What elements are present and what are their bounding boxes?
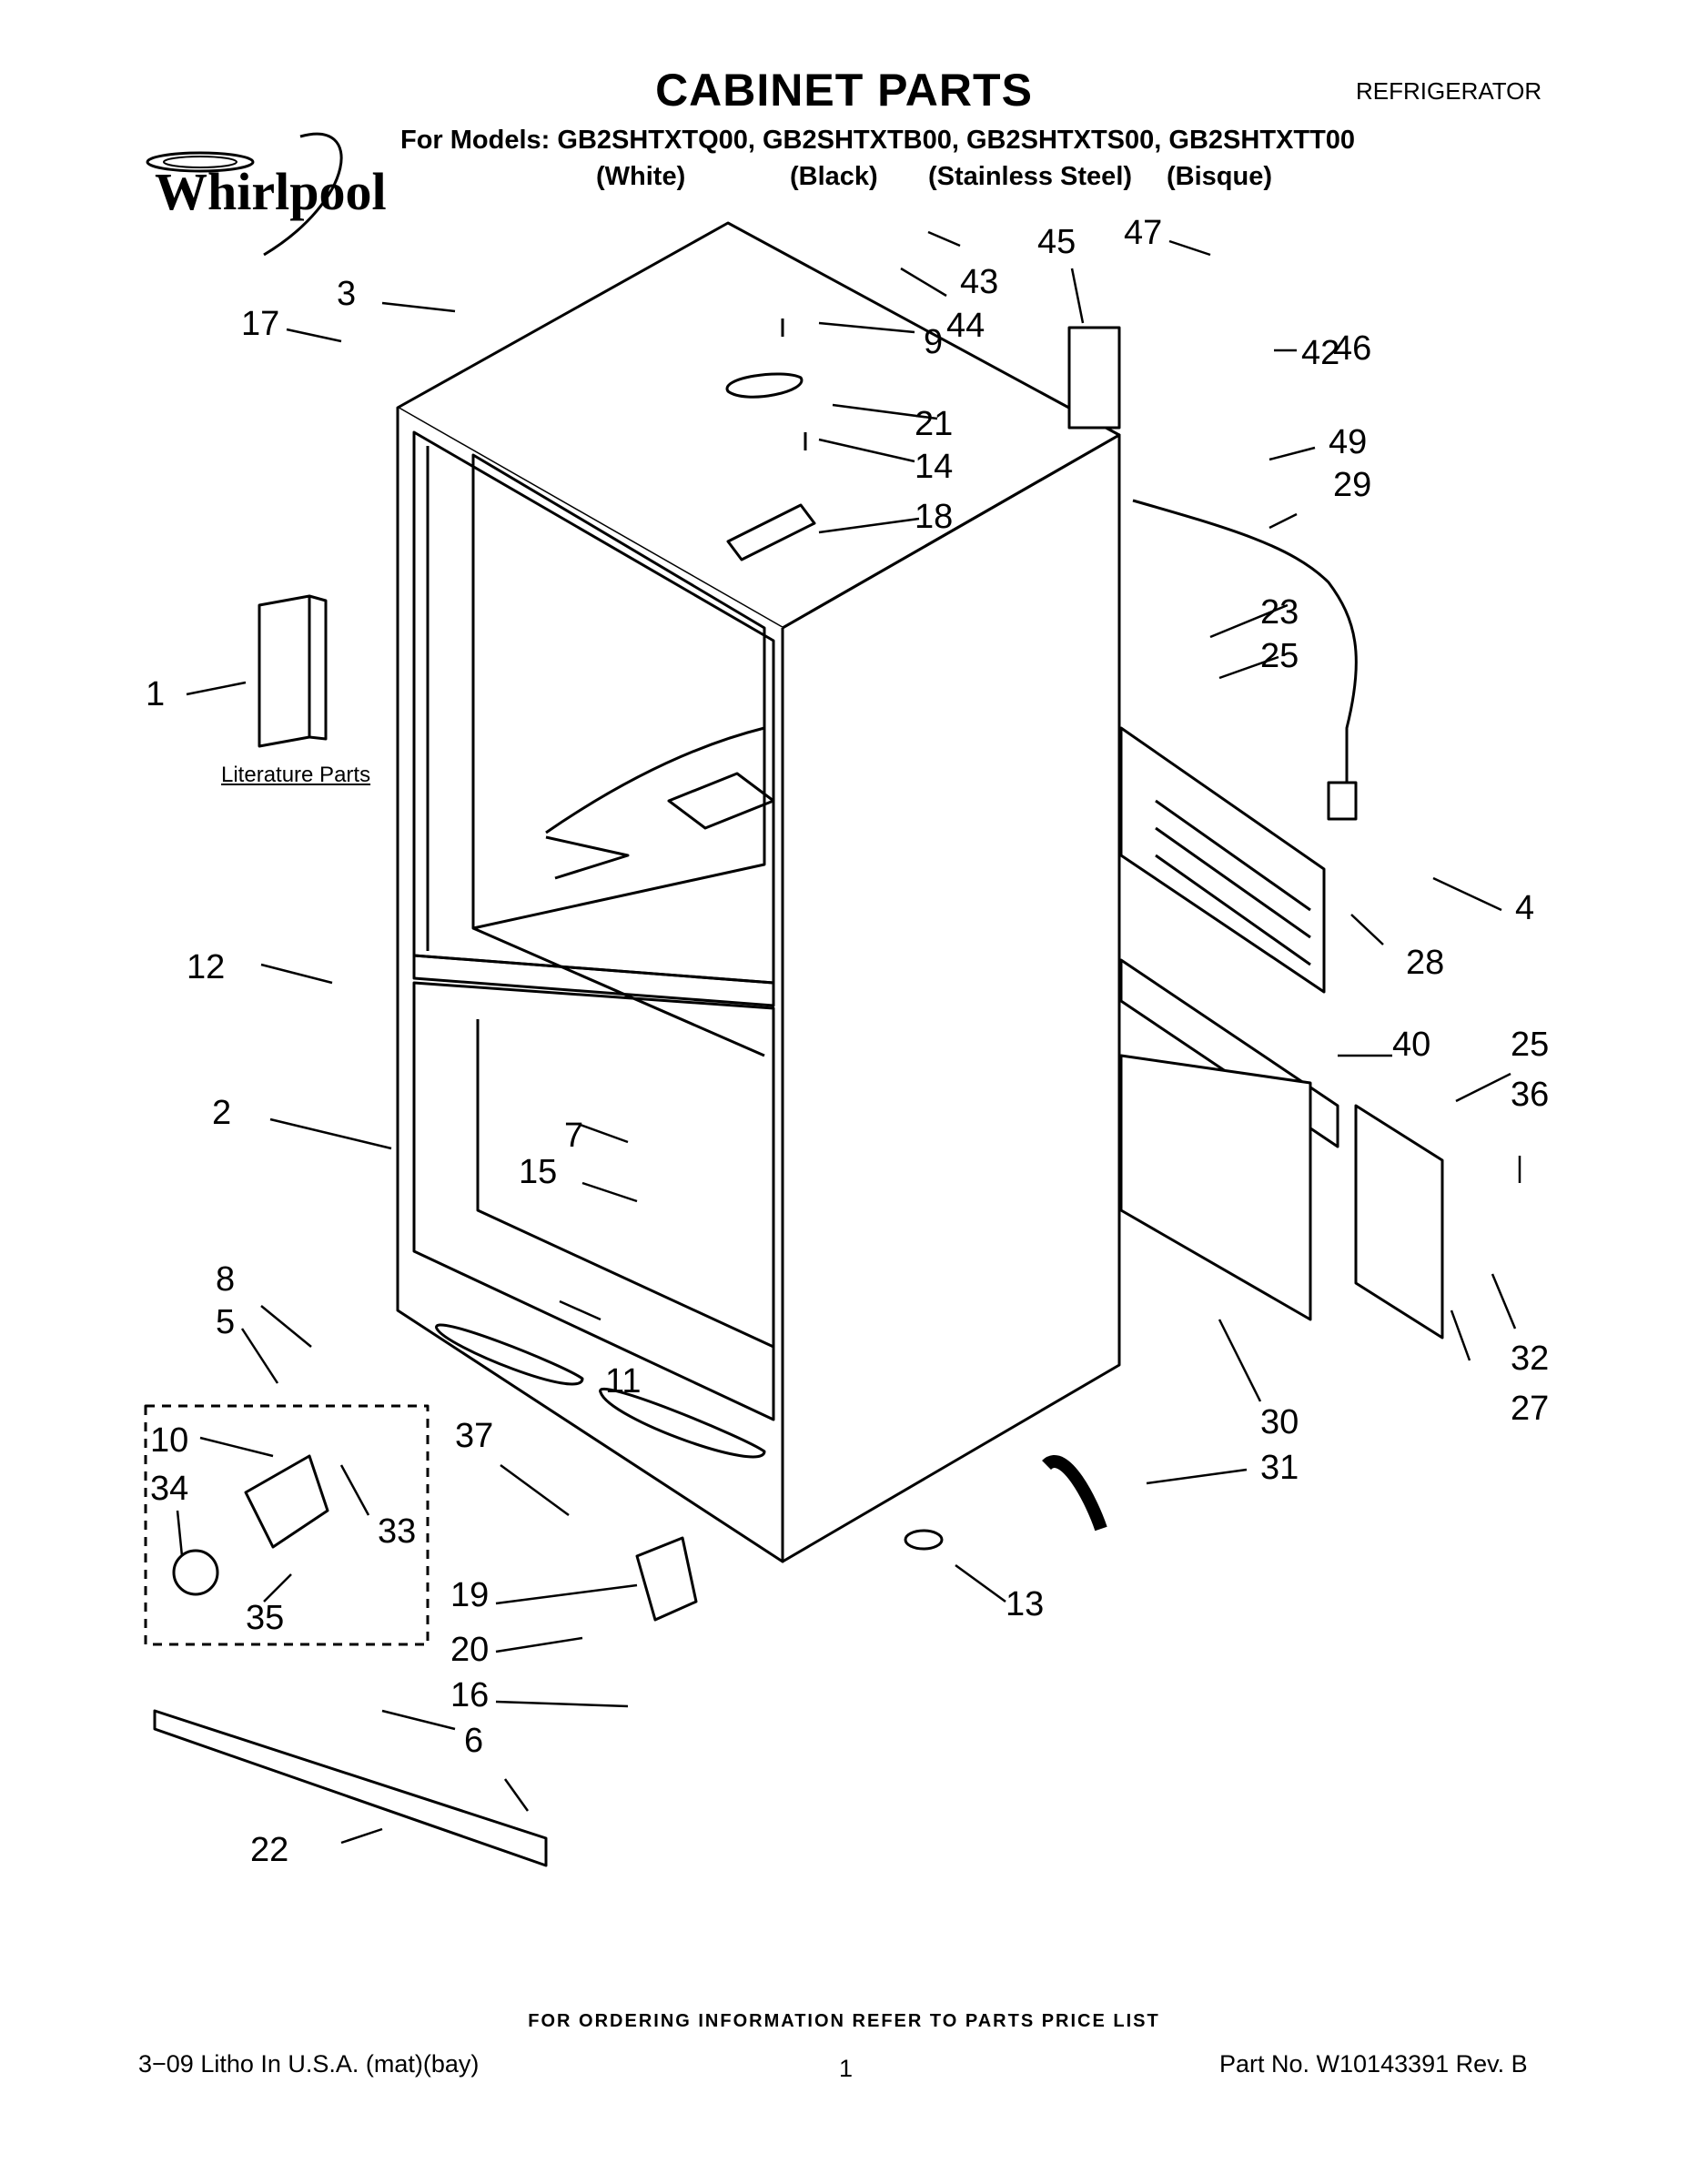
callout-4: 4 — [1515, 889, 1534, 927]
callout-49: 49 — [1329, 423, 1367, 461]
callout-37: 37 — [455, 1417, 493, 1455]
callout-44: 44 — [946, 307, 985, 345]
callout-46: 46 — [1333, 329, 1371, 368]
callout-10: 10 — [150, 1421, 188, 1460]
callout-30: 30 — [1260, 1403, 1299, 1441]
ordering-note: FOR ORDERING INFORMATION REFER TO PARTS … — [528, 2011, 1160, 2031]
finish-stainless: (Stainless Steel) — [928, 162, 1133, 191]
category-label: REFRIGERATOR — [1356, 77, 1542, 105]
callout-33: 33 — [378, 1512, 416, 1551]
callout-9: 9 — [924, 323, 943, 361]
callout-17: 17 — [241, 305, 279, 343]
callout-36: 36 — [1511, 1076, 1549, 1114]
callout-40: 40 — [1392, 1026, 1430, 1064]
panel-30 — [1119, 1054, 1312, 1321]
callout-23: 23 — [1260, 593, 1299, 632]
top-hinge — [725, 318, 816, 561]
model-list: For Models: GB2SHTXTQ00, GB2SHTXTB00, GB… — [400, 126, 1356, 155]
callout-32: 32 — [1511, 1340, 1549, 1378]
callout-34: 34 — [150, 1470, 188, 1508]
control-bracket — [1354, 1104, 1444, 1340]
callout-22: 22 — [250, 1831, 288, 1869]
callout-14: 14 — [915, 448, 953, 486]
callout-3: 3 — [337, 275, 356, 313]
callout-5: 5 — [216, 1303, 235, 1341]
callout-25-top: 25 — [1260, 637, 1299, 675]
callout-43: 43 — [960, 263, 998, 301]
page-title: CABINET PARTS — [655, 65, 1033, 116]
callout-21: 21 — [915, 405, 953, 443]
finish-bisque: (Bisque) — [1167, 162, 1272, 191]
whirlpool-logo: Whirlpool — [146, 132, 387, 257]
callout-18: 18 — [915, 498, 953, 536]
part-number: Part No. W10143391 Rev. B — [1219, 2050, 1528, 2078]
plug — [1327, 781, 1358, 821]
callout-19: 19 — [450, 1576, 489, 1614]
callout-labels: 1 2 3 4 5 6 7 8 9 10 11 12 13 14 15 16 1… — [146, 214, 1549, 1869]
svg-text:Whirlpool: Whirlpool — [155, 162, 387, 221]
leveling-bracket — [635, 1536, 698, 1622]
roller-wheel — [172, 1549, 219, 1596]
drain-tube — [1042, 1455, 1107, 1532]
callout-45: 45 — [1037, 223, 1076, 261]
litho-info: 3−09 Litho In U.S.A. (mat)(bay) — [138, 2050, 480, 2078]
finish-white: (White) — [596, 162, 686, 191]
callout-16: 16 — [450, 1676, 489, 1714]
literature-booklet — [258, 594, 328, 748]
callout-42: 42 — [1301, 334, 1339, 372]
callout-28: 28 — [1406, 944, 1444, 982]
callout-20: 20 — [450, 1631, 489, 1669]
finish-black: (Black) — [790, 162, 878, 191]
literature-parts-label: Literature Parts — [221, 763, 371, 787]
callout-7: 7 — [564, 1117, 583, 1155]
callout-15: 15 — [519, 1153, 557, 1191]
callout-29: 29 — [1333, 466, 1371, 504]
power-cord — [1132, 499, 1358, 783]
callout-35: 35 — [246, 1599, 284, 1637]
channel-45 — [1067, 326, 1121, 430]
leader-lines — [176, 230, 1521, 1845]
cabinet — [396, 221, 1121, 1563]
toe-grille — [153, 1709, 548, 1867]
roller-bracket — [244, 1454, 329, 1549]
callout-13: 13 — [1006, 1585, 1044, 1623]
callout-27: 27 — [1511, 1390, 1549, 1428]
callout-11: 11 — [605, 1362, 641, 1400]
callout-8: 8 — [216, 1260, 235, 1299]
callout-6: 6 — [464, 1722, 483, 1760]
roller-assembly-box — [144, 1404, 430, 1646]
callout-2: 2 — [212, 1094, 231, 1132]
callout-31: 31 — [1260, 1449, 1299, 1487]
callout-25-lower: 25 — [1511, 1026, 1549, 1064]
page-number: 1 — [839, 2055, 854, 2082]
callout-47: 47 — [1124, 214, 1162, 252]
foot-13 — [904, 1529, 944, 1551]
callout-12: 12 — [187, 948, 225, 986]
machine-compartment-cover — [1119, 726, 1326, 994]
callout-1: 1 — [146, 675, 165, 713]
